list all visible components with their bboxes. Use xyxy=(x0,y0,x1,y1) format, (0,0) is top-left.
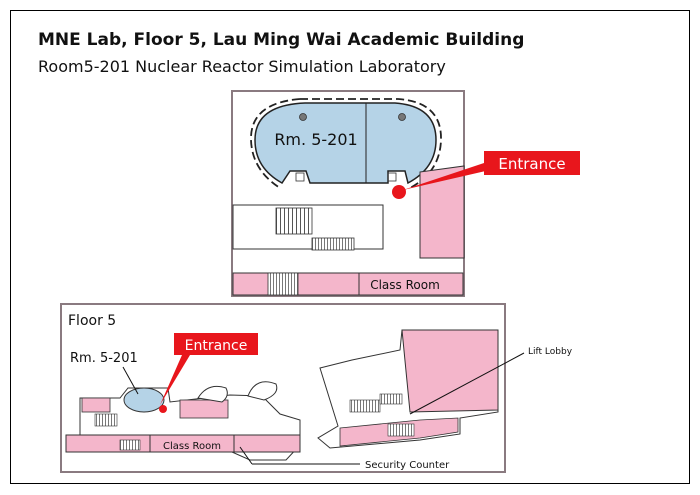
class-room-box xyxy=(358,272,464,296)
floor-map: Floor 5 Class Room Rm. 5-201 Lift Lobby … xyxy=(60,303,573,473)
floor-entrance-label: Entrance xyxy=(185,338,248,354)
entrance-pointer xyxy=(403,161,490,190)
floor-pink-block xyxy=(81,397,111,413)
door-marker xyxy=(295,172,305,182)
floor-pink-block xyxy=(179,399,229,419)
stairs-icon xyxy=(379,393,403,405)
page-subtitle: Room5-201 Nuclear Reactor Simulation Lab… xyxy=(38,57,446,76)
stairs-icon xyxy=(275,207,313,235)
stairs-icon xyxy=(311,237,355,251)
column-dot xyxy=(398,113,406,121)
column-dot xyxy=(299,113,307,121)
lift-lobby-leader-line xyxy=(409,352,525,415)
room-outline-dashed-left xyxy=(250,98,301,189)
stairs-icon xyxy=(349,399,381,413)
floor-class-room-box xyxy=(149,434,235,453)
lift-lobby-area xyxy=(401,329,499,413)
entrance-marker-icon xyxy=(392,185,406,199)
door-marker xyxy=(387,172,397,182)
stairs-icon xyxy=(119,439,141,451)
lift-lobby-label: Lift Lobby xyxy=(528,347,573,357)
room-leader-line xyxy=(122,366,139,395)
pink-area-right xyxy=(419,165,465,259)
room-5-201-shape xyxy=(254,102,437,185)
stairs-icon xyxy=(387,423,415,437)
floor-class-room-label: Class Room xyxy=(163,441,221,452)
detail-entrance-label: Entrance xyxy=(498,155,565,173)
detail-map: Rm. 5-201 Class Room Entrance xyxy=(231,90,580,297)
floor-entrance-pointer xyxy=(160,355,190,405)
floor-label: Floor 5 xyxy=(68,313,116,329)
security-leader-line xyxy=(239,446,253,465)
entrance-marker-icon xyxy=(159,405,167,413)
floor-entrance-callout xyxy=(174,333,258,355)
stairs-icon xyxy=(94,413,118,427)
page-title: MNE Lab, Floor 5, Lau Ming Wai Academic … xyxy=(38,30,525,50)
entrance-callout xyxy=(484,151,580,175)
floor-curved-structure xyxy=(247,381,278,401)
floor-curved-structure xyxy=(197,385,228,403)
floor-room-label: Rm. 5-201 xyxy=(70,351,138,366)
floor-room-5-201-shape xyxy=(123,387,165,413)
detail-room-label: Rm. 5-201 xyxy=(274,130,357,149)
stairs-icon xyxy=(267,272,299,296)
detail-class-room-label: Class Room xyxy=(370,278,440,292)
security-counter-label: Security Counter xyxy=(365,460,450,471)
